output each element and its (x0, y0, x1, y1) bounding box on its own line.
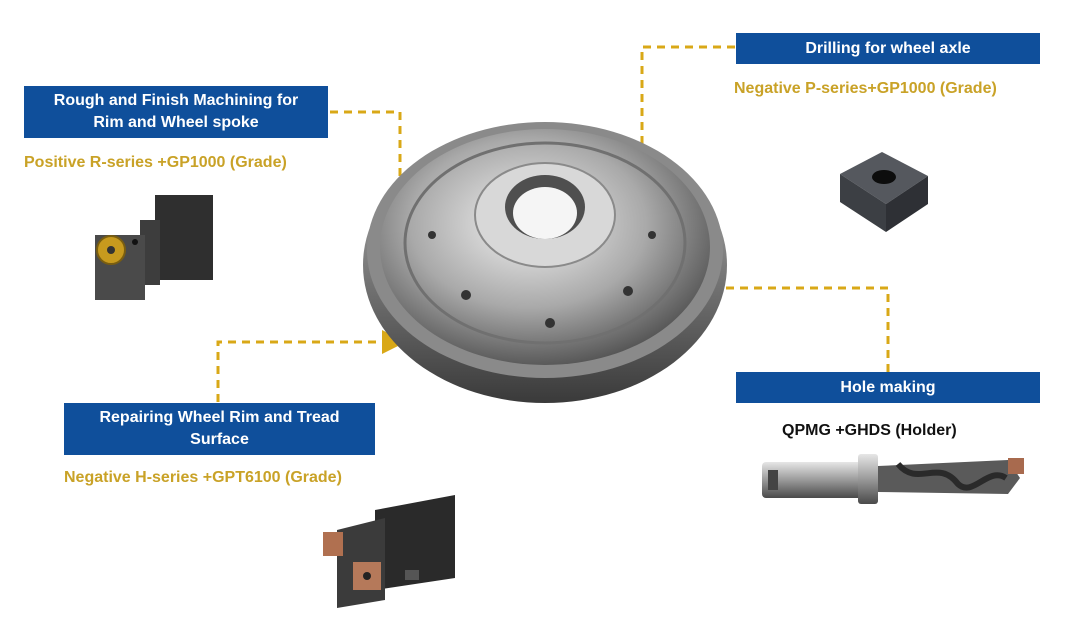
arrow-drilling (544, 45, 735, 198)
arrow-repairing (216, 330, 406, 402)
repairing-label: Repairing Wheel Rim and Tread Surface (64, 403, 375, 455)
hole-making-title: Hole making (840, 378, 936, 396)
indexable-drill-image (762, 454, 1024, 504)
rough-finish-title-line1: Rough and Finish Machining for (53, 92, 299, 109)
repairing-title-line1: Repairing Wheel Rim and Tread (99, 409, 340, 426)
rough-finish-label: Rough and Finish Machining for Rim and W… (24, 86, 328, 138)
turning-tool-holder-image (95, 195, 213, 300)
repairing-title-line2: Surface (190, 431, 249, 448)
arrow-hole-making (634, 276, 890, 372)
boring-bar-image (323, 495, 455, 608)
repairing-grade: Negative H-series +GPT6100 (Grade) (64, 469, 342, 486)
drilling-label: Drilling for wheel axle (736, 33, 1040, 64)
rough-finish-grade: Positive R-series +GP1000 (Grade) (24, 154, 287, 171)
railway-wheel-image (363, 122, 727, 403)
drilling-grade: Negative P-series+GP1000 (Grade) (734, 80, 997, 97)
drilling-title: Drilling for wheel axle (805, 39, 971, 57)
arrow-rough-finish (330, 110, 412, 221)
hole-making-label: Hole making (736, 372, 1040, 403)
square-insert-image (840, 152, 928, 232)
rough-finish-title-line2: Rim and Wheel spoke (93, 114, 259, 131)
hole-making-holder: QPMG +GHDS (Holder) (782, 422, 957, 439)
